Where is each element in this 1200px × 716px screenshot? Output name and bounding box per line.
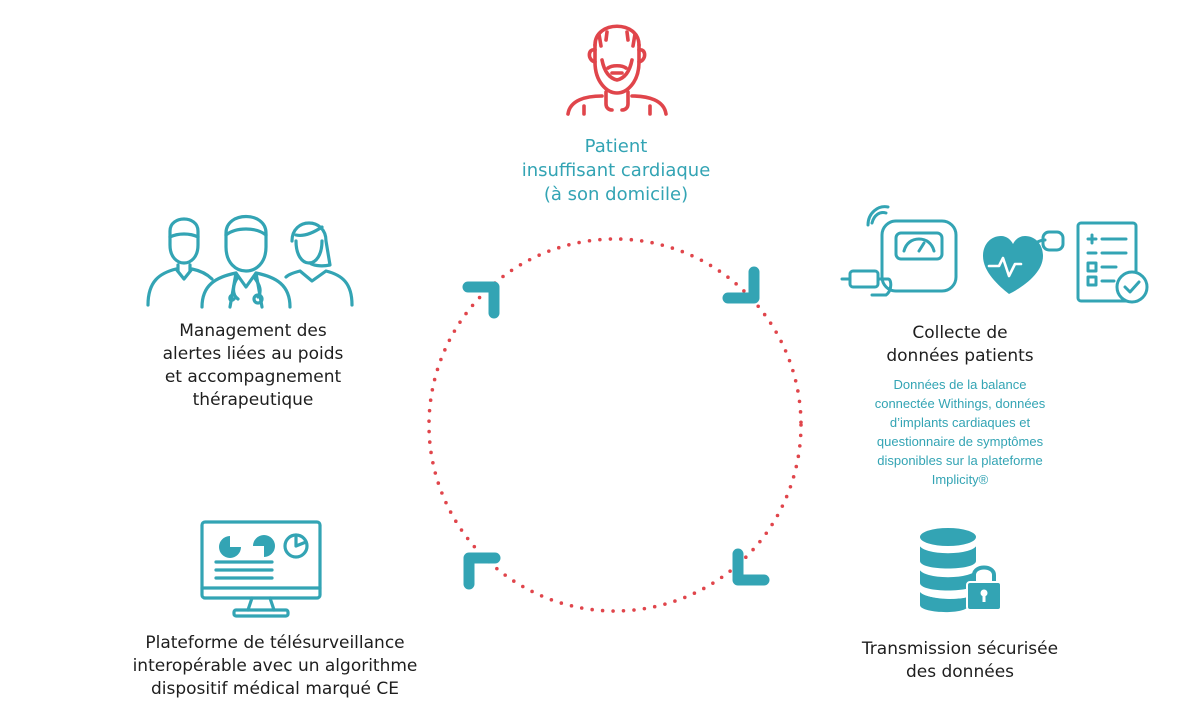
secure-database-lock-icon [918, 528, 1002, 613]
monitor-dashboard-icon [200, 520, 322, 618]
collecte-description: Données de la balance connectée Withings… [860, 375, 1060, 489]
plateforme-label-line: interopérable avec un algorithme [132, 656, 418, 676]
cycle-arrow-top-right-icon [722, 266, 760, 304]
collecte-title-line: données patients [886, 346, 1034, 366]
collecte-title-line: Collecte de [912, 323, 1008, 343]
connected-scale-icon [840, 205, 958, 297]
patient-label: Patient insuffisant cardiaque (à son dom… [470, 135, 762, 207]
management-label-line: alertes liées au poids [162, 344, 344, 364]
plateforme-label-line: dispositif médical marqué CE [150, 679, 400, 699]
transmission-label: Transmission sécurisée des données [830, 638, 1090, 684]
transmission-label-line: Transmission sécurisée [861, 639, 1059, 659]
cycle-arrow-bottom-left-icon [463, 552, 501, 590]
collecte-description-line: questionnaire de symptômes [876, 434, 1044, 449]
dotted-cycle-circle-icon [427, 237, 803, 613]
patient-label-line: (à son domicile) [543, 184, 689, 205]
management-label-line: Management des [179, 321, 327, 341]
cardiac-implant-icon [983, 230, 1065, 294]
questionnaire-checklist-icon [1076, 221, 1149, 304]
plateforme-label-line: Plateforme de télésurveillance [145, 633, 405, 653]
cycle-arrow-top-left-icon [462, 281, 500, 319]
transmission-label-line: des données [905, 662, 1015, 682]
management-label-line: et accompagnement [164, 367, 342, 387]
cycle-arrow-bottom-right-icon [732, 548, 770, 586]
collecte-description-line: d’implants cardiaques et [889, 415, 1031, 430]
collecte-title: Collecte de données patients [860, 322, 1060, 368]
medical-team-icon [146, 214, 354, 309]
collecte-description-line: Données de la balance [893, 377, 1027, 392]
patient-label-line: Patient [584, 136, 648, 157]
collecte-description-line: connectée Withings, données [874, 396, 1046, 411]
plateforme-label: Plateforme de télésurveillance interopér… [100, 632, 450, 701]
collecte-description-line: disponibles sur la plateforme [877, 453, 1043, 468]
patient-label-line: insuffisant cardiaque [521, 160, 711, 181]
collecte-description-line: Implicity® [931, 472, 989, 487]
management-label-line: thérapeutique [192, 390, 314, 410]
management-label: Management des alertes liées au poids et… [118, 320, 388, 412]
patient-elderly-man-icon [566, 24, 668, 116]
